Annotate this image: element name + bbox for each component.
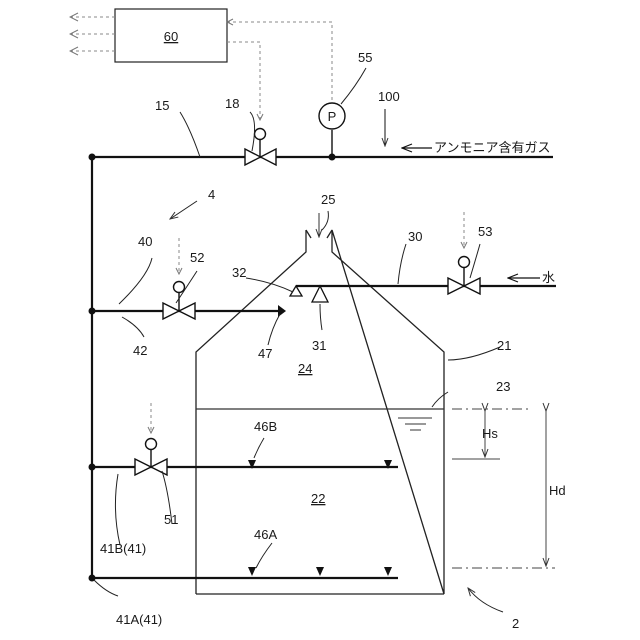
assembly-arrow (170, 201, 197, 219)
label-part-47: 47 (258, 346, 272, 361)
label-dim-hs: Hs (482, 426, 498, 441)
label-line-40: 40 (138, 234, 152, 249)
valve-51 (135, 439, 167, 476)
label-surface-23: 23 (496, 379, 510, 394)
apparatus-arrow (468, 588, 503, 612)
label-line-30: 30 (408, 229, 422, 244)
label-dim-hd: Hd (549, 483, 566, 498)
label-valve-18: 18 (225, 96, 239, 111)
pressure-gauge-symbol: P (328, 109, 337, 124)
water-inlet-label: 水 (542, 270, 555, 285)
label-line-42: 42 (133, 343, 147, 358)
label-line-41a: 41A(41) (116, 612, 162, 627)
label-upper-space-24: 24 (298, 361, 312, 376)
controller-label: 60 (164, 29, 178, 44)
label-line-41b: 41B(41) (100, 541, 146, 556)
label-valve-53: 53 (478, 224, 492, 239)
label-liquid-space-22: 22 (311, 491, 325, 506)
valve-18 (245, 129, 276, 166)
label-system-100: 100 (378, 89, 400, 104)
main-gas-line (92, 157, 553, 578)
valve-52 (163, 282, 195, 320)
label-vessel-21: 21 (497, 338, 511, 353)
label-gauge-55: 55 (358, 50, 372, 65)
label-valve-51: 51 (164, 512, 178, 527)
label-assembly-4: 4 (208, 187, 215, 202)
label-nozzle-46b: 46B (254, 419, 277, 434)
label-line-15: 15 (155, 98, 169, 113)
ammonia-inlet-label: アンモニア含有ガス (434, 140, 550, 155)
pressure-gauge: P (319, 103, 345, 157)
label-part-31: 31 (312, 338, 326, 353)
label-nozzle-46a: 46A (254, 527, 277, 542)
label-valve-52: 52 (190, 250, 204, 265)
label-nozzle-25: 25 (321, 192, 335, 207)
spray-nozzles (290, 286, 328, 302)
liquid-surface (196, 409, 444, 430)
label-apparatus-2: 2 (512, 616, 519, 631)
controller-box: 60 (115, 9, 227, 62)
label-part-32: 32 (232, 265, 246, 280)
dimension-lines (452, 409, 555, 568)
line-41a (92, 567, 398, 578)
controller-output-signals (70, 17, 115, 51)
